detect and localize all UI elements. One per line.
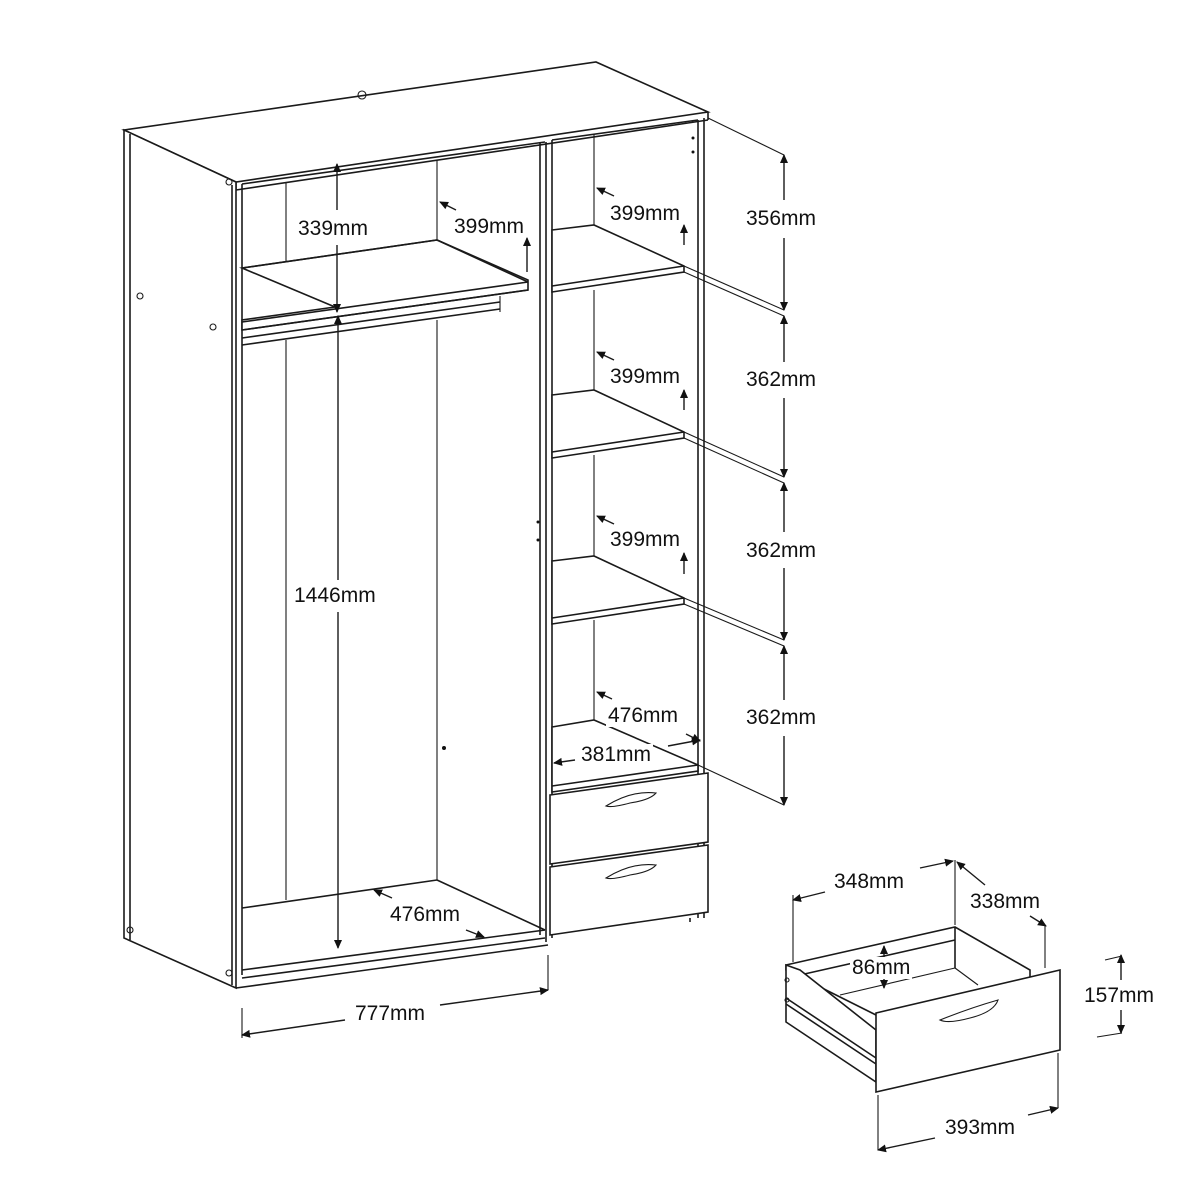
label-compartment-height-4: 362mm	[744, 706, 819, 729]
drawer-front-1	[549, 772, 709, 865]
label-bottom-depth: 476mm	[388, 903, 463, 926]
label-compartment-height-1: 356mm	[744, 207, 819, 230]
label-drawer-inner-height: 86mm	[850, 956, 913, 979]
label-drawer-inner-width: 348mm	[832, 870, 907, 893]
label-drawer-front-height: 157mm	[1082, 984, 1157, 1007]
label-bottom-compartment-depth: 476mm	[606, 704, 681, 727]
label-drawer-depth: 338mm	[968, 890, 1043, 913]
label-compartment-height-2: 362mm	[744, 368, 819, 391]
label-top-shelf-height: 339mm	[296, 217, 371, 240]
label-top-shelf-depth: 399mm	[452, 215, 527, 238]
label-inner-width: 381mm	[579, 743, 654, 766]
label-shelf-depth-1: 399mm	[608, 202, 683, 225]
wardrobe-left-side-panel	[123, 128, 237, 990]
label-shelf-depth-3: 399mm	[608, 528, 683, 551]
label-hanging-height: 1446mm	[292, 584, 378, 607]
label-drawer-front-width: 393mm	[943, 1116, 1018, 1139]
drawer-front-2	[549, 844, 709, 936]
label-shelf-depth-2: 399mm	[608, 365, 683, 388]
label-compartment-height-3: 362mm	[744, 539, 819, 562]
drawer-detail-drawing	[784, 858, 1125, 1153]
hanging-compartment	[235, 141, 549, 989]
shelf-compartment	[549, 118, 709, 936]
projection-lines	[683, 117, 785, 806]
wardrobe-dimension-lines	[241, 154, 788, 1038]
label-width: 777mm	[353, 1002, 428, 1025]
